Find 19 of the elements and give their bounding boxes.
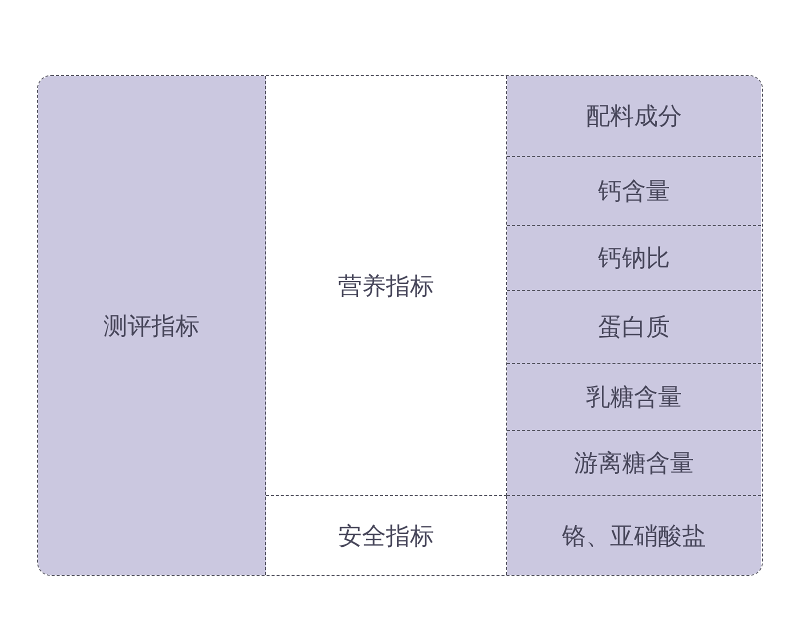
table-cell [507,291,761,364]
cell-label: 钙钠比 [598,243,670,274]
table-cell [507,76,761,157]
cell-label: 蛋白质 [598,312,670,343]
cell-label: 钙含量 [598,176,670,207]
table-cell [38,76,266,575]
table-cell [507,157,761,226]
cell-label: 营养指标 [338,270,434,302]
table-cell [266,76,507,496]
table-cell [507,496,761,575]
cell-label: 测评指标 [104,310,200,342]
cell-label: 安全指标 [338,520,434,552]
cell-label: 铬、亚硝酸盐 [562,520,706,552]
table-cell [507,226,761,291]
cell-label: 游离糖含量 [574,448,694,479]
table-cell [507,431,761,496]
cell-label: 配料成分 [586,101,682,132]
cell-label: 乳糖含量 [586,382,682,413]
table-cell [507,364,761,431]
